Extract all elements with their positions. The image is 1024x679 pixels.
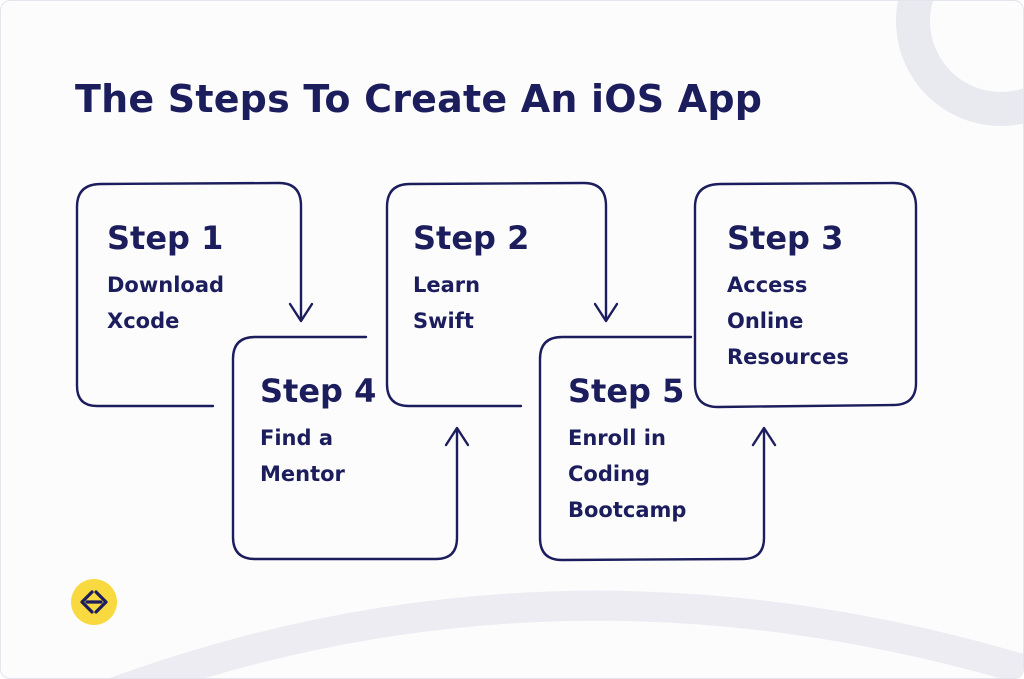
step-5: Step 5 Enroll in Coding Bootcamp [568,372,686,528]
step-3-heading: Step 3 [727,219,844,257]
down-arrow-icon [593,302,619,323]
step-2-heading: Step 2 [413,219,530,257]
step-5-line-2: Coding [568,462,651,486]
step-1-heading: Step 1 [107,219,224,257]
step-2: Step 2 Learn Swift [413,219,529,339]
step-4-line-1: Find a [260,426,334,450]
step-1: Step 1 Download Xcode [107,219,224,339]
up-arrow-icon [751,426,777,447]
step-2-line-1: Learn [413,273,481,297]
step-3-line-1: Access [727,273,808,297]
step-3-line-3: Resources [727,345,849,369]
step-2-box [385,181,608,408]
step-4: Step 4 Find a Mentor [260,372,376,492]
step-5-box [538,335,766,562]
step-2-line-2: Swift [413,309,474,333]
brand-logo-icon [71,579,117,625]
step-5-heading: Step 5 [568,372,685,410]
step-3-line-2: Online [727,309,804,333]
decor-ring [896,1,1023,126]
down-arrow-icon [288,302,314,323]
page-title: The Steps To Create An iOS App [75,77,763,121]
step-5-line-1: Enroll in [568,426,666,450]
step-3: Step 3 Access Online Resources [727,219,849,375]
step-4-box [231,335,459,561]
step-1-line-2: Xcode [107,309,180,333]
step-1-line-1: Download [107,273,225,297]
step-4-heading: Step 4 [260,372,377,410]
up-arrow-icon [444,426,470,447]
step-3-box [693,181,918,409]
step-1-box [75,181,303,408]
step-4-line-2: Mentor [260,462,345,486]
decor-arc [109,590,1023,678]
step-5-line-3: Bootcamp [568,498,687,522]
